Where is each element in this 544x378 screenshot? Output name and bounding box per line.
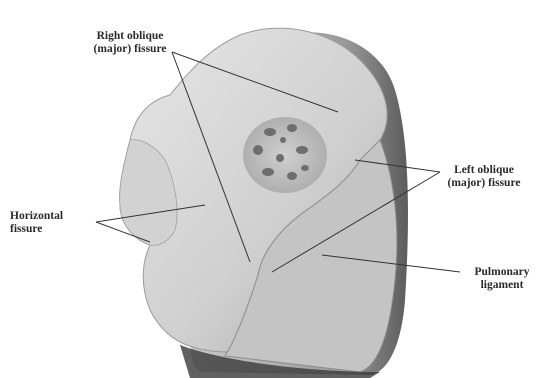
hilum — [243, 117, 327, 193]
label-pulmonary-ligament: Pulmonary ligament — [462, 266, 542, 292]
label-pulmonary-line1: Pulmonary — [462, 266, 542, 279]
label-right-oblique-line1: Right oblique — [70, 30, 190, 43]
label-horizontal-fissure: Horizontal fissure — [10, 210, 100, 236]
label-right-oblique-line2: (major) fissure — [70, 43, 190, 56]
label-pulmonary-line2: ligament — [462, 279, 542, 292]
label-horizontal-line2: fissure — [10, 223, 100, 236]
label-left-oblique-line2: (major) fissure — [424, 177, 544, 190]
label-horizontal-line1: Horizontal — [10, 210, 100, 223]
label-right-oblique-fissure: Right oblique (major) fissure — [70, 30, 190, 56]
label-left-oblique-fissure: Left oblique (major) fissure — [424, 164, 544, 190]
label-left-oblique-line1: Left oblique — [424, 164, 544, 177]
